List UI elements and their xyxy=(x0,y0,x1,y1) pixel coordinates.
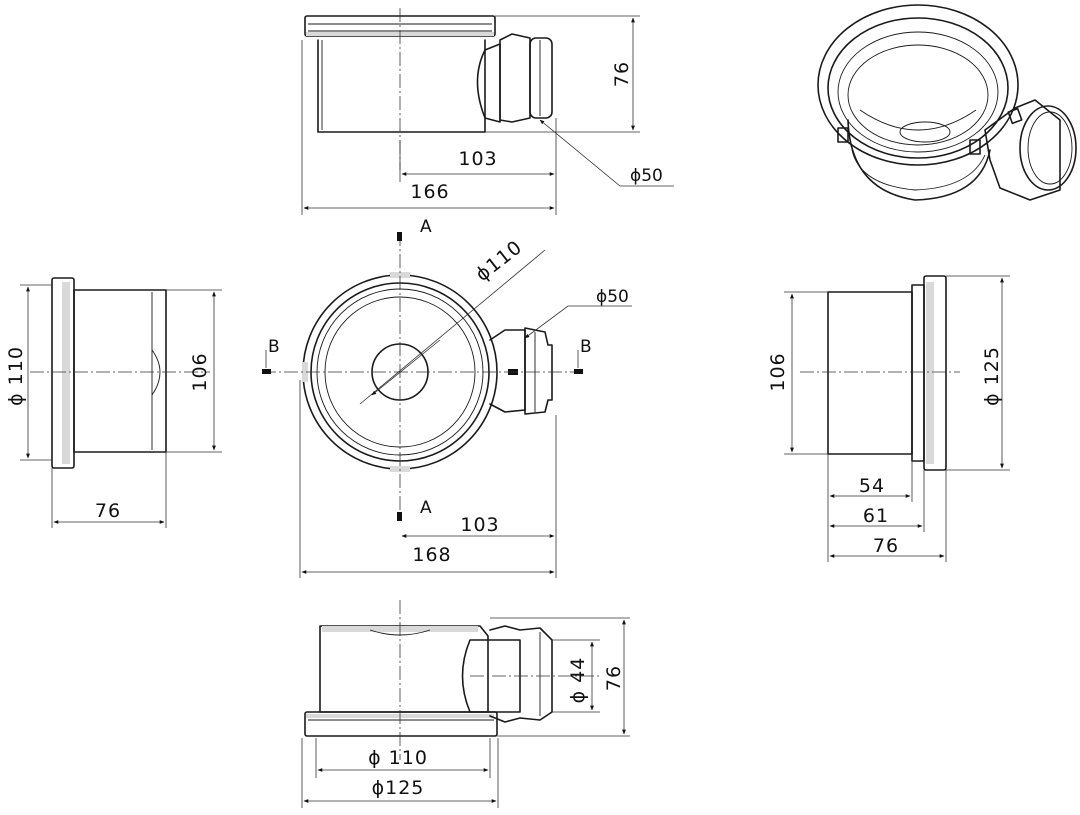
bottom-height: 76 xyxy=(603,665,625,691)
section-b-right: B xyxy=(580,337,592,357)
left-depth: 76 xyxy=(95,500,121,522)
top-view-height: 76 xyxy=(611,61,633,87)
left-flange-height: 106 xyxy=(189,352,211,391)
isometric-view xyxy=(817,4,1077,201)
plan-overall-width: 168 xyxy=(412,544,451,566)
bottom-view: ϕ 44 76 ϕ 110 ϕ125 xyxy=(301,600,630,808)
plan-body-diameter: ϕ110 xyxy=(472,236,527,286)
plan-outlet-diameter: ϕ50 xyxy=(596,287,629,307)
top-view-outlet-diameter: ϕ50 xyxy=(630,166,663,186)
bottom-body-diameter: ϕ 110 xyxy=(368,747,428,769)
top-view: 76 103 166 ϕ50 xyxy=(301,8,674,215)
right-flange-diameter: ϕ 125 xyxy=(981,346,1003,406)
section-a-bottom: A xyxy=(420,498,432,518)
section-a-top: A xyxy=(420,217,432,237)
left-body-diameter: ϕ 110 xyxy=(5,346,27,406)
right-depth-76: 76 xyxy=(873,535,899,557)
section-b-left: B xyxy=(268,337,280,357)
bottom-flange-diameter: ϕ125 xyxy=(372,777,425,799)
right-view: 106 ϕ 125 54 61 76 xyxy=(767,275,1010,562)
right-depth-61: 61 xyxy=(863,505,889,527)
bottom-outlet-diameter: ϕ 44 xyxy=(567,657,589,704)
top-view-outlet-offset: 103 xyxy=(458,148,497,170)
left-view: ϕ 110 106 76 xyxy=(5,277,222,528)
right-height: 106 xyxy=(767,352,789,391)
top-view-overall-width: 166 xyxy=(410,181,449,203)
right-depth-54: 54 xyxy=(859,475,885,497)
plan-outlet-offset: 103 xyxy=(460,514,499,536)
plan-view: A A B B ϕ110 ϕ50 103 168 xyxy=(262,217,632,578)
